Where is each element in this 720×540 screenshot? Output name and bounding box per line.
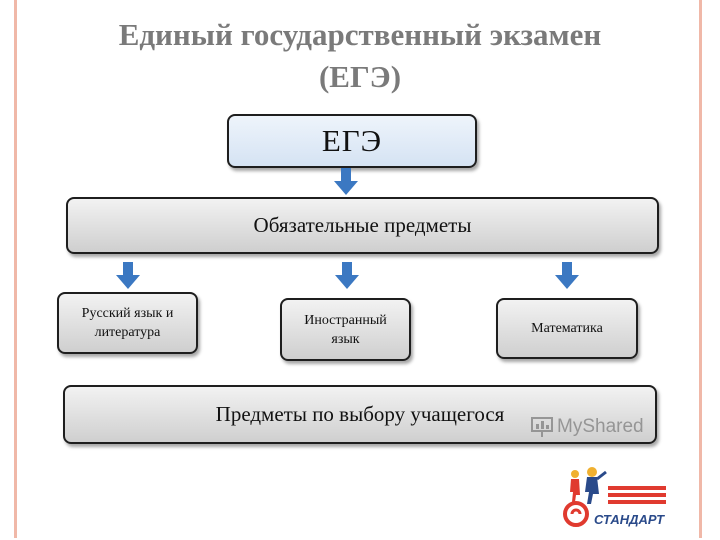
arrow-down-icon xyxy=(335,262,359,289)
watermark-text: MyShared xyxy=(557,416,644,437)
ege-root-box: ЕГЭ xyxy=(227,114,477,168)
myshared-watermark: MyShared xyxy=(531,414,644,440)
subject-box-foreign-language: Иностранный язык xyxy=(280,298,411,361)
mandatory-subjects-box: Обязательные предметы xyxy=(66,197,659,254)
slide-frame xyxy=(14,0,702,538)
presentation-icon xyxy=(531,417,553,437)
subject-label-line: Русский язык и xyxy=(81,306,174,321)
arrow-down-icon xyxy=(116,262,140,289)
slide-title: Единый государственный экзамен (ЕГЭ) xyxy=(40,14,680,98)
standard-logo-icon: СТАНДАРТ xyxy=(563,467,666,527)
title-line-1: Единый государственный экзамен xyxy=(118,17,602,52)
title-line-2: (ЕГЭ) xyxy=(318,59,402,94)
subject-label-line: язык xyxy=(331,331,360,347)
arrow-down-icon xyxy=(555,262,579,289)
subject-box-math: Математика xyxy=(496,298,638,359)
subject-label-line: Иностранный xyxy=(304,312,387,328)
logo-text: СТАНДАРТ xyxy=(594,512,665,527)
elective-subjects-box: Предметы по выбору учащегося xyxy=(63,385,657,444)
subject-box-russian: Русский язык и литература xyxy=(57,292,198,354)
arrow-down-icon xyxy=(334,168,358,195)
subject-label-line: литература xyxy=(94,325,161,340)
subject-label-line: Математика xyxy=(531,321,603,336)
